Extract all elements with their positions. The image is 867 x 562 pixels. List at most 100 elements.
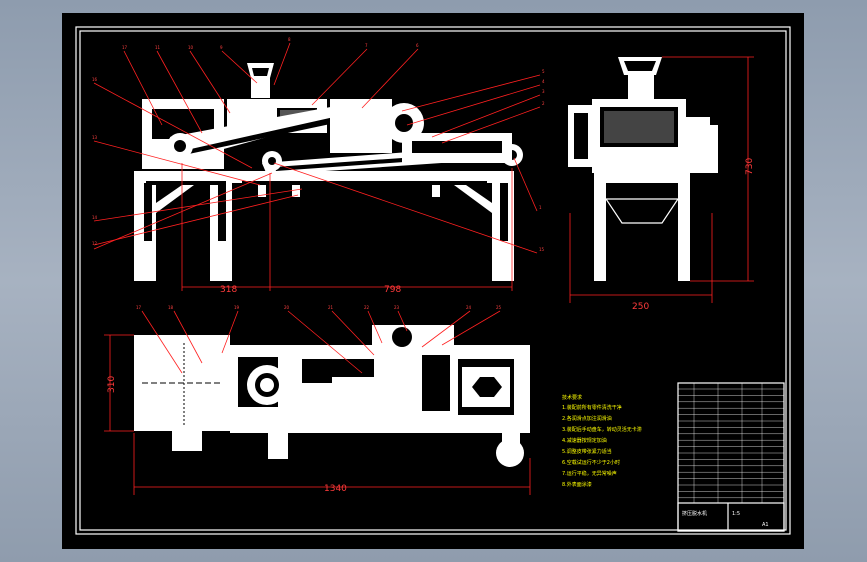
title-block: 挤压脱水机 1:5 A1 [677,382,785,532]
top-leader-23 [397,310,408,332]
top-leader-18 [173,310,203,364]
side-leg-left [594,173,606,281]
callout-front-15: 15 [539,247,545,252]
side-chute [604,198,680,224]
leg-hollow-2 [218,183,226,241]
leader-9 [221,50,258,84]
dim-top-length: 1340 [324,484,347,494]
leader-3 [431,94,541,138]
top-bearing-core [260,378,274,392]
top-leader-17 [141,310,183,374]
leader-16 [93,140,261,186]
callout-top-23: 23 [394,305,400,310]
left-pulley-hub [174,140,186,152]
callout-front-5: 5 [542,69,545,74]
top-leader-24 [421,310,471,348]
leader-11 [156,50,203,134]
top-leader-19 [221,310,239,354]
callout-front-12: 12 [92,241,98,246]
leader-10 [189,50,231,114]
leg-hollow-1 [144,183,152,241]
leader-17 [123,50,163,126]
center-sprocket-hub [268,157,276,165]
callout-top-19: 19 [234,305,240,310]
callout-front-9: 9 [220,45,223,50]
title-sheet: A1 [762,522,769,528]
callout-top-22: 22 [364,305,370,310]
dim-front-left: 318 [220,285,237,295]
beam-gap-2 [242,181,487,185]
callout-front-16: 16 [92,77,98,82]
side-gearbox-cap [686,117,710,127]
front-top-beam [134,171,514,183]
callout-front-10: 10 [188,45,194,50]
callout-front-3: 3 [542,89,545,94]
tech-note-line: 4.减速器按规定加油 [562,437,607,444]
leader-15 [93,82,253,169]
top-foot-left [172,431,202,451]
top-gear-hub [392,327,412,347]
dim-top-width: 310 [107,376,117,393]
inner-frame [79,30,787,531]
top-drive-arm [502,423,520,455]
leader-4 [406,84,541,126]
side-gearbox [686,125,718,173]
leader-2b [441,106,541,144]
gearbox [330,99,392,153]
hopper-neck [251,78,270,98]
tech-note-line: 3.装配后手动盘车，转动灵活无卡滞 [562,426,642,433]
front-view: 318 798 [93,42,541,295]
leader-6 [361,48,419,109]
callout-front-7: 7 [365,43,368,48]
leader-8 [273,42,291,86]
top-motor-shaft [472,377,502,397]
callout-front-8: 8 [288,37,291,42]
hopper-inner [252,68,269,76]
bolt-1 [258,185,266,197]
side-view: 250 730 [568,56,755,312]
tech-note-line: 1.装配前所有零件清洗干净 [562,404,622,411]
large-pulley-hub [395,114,413,132]
leader-1 [273,162,538,254]
dim-side-width: 250 [632,302,649,312]
tech-notes-heading: 技术要求 [562,394,582,401]
drawing-frame [75,26,791,535]
title-block-grid [678,383,784,503]
callout-top-17: 17 [136,305,142,310]
callout-top-20: 20 [284,305,290,310]
tech-note-line: 8.外表面涂漆 [562,481,592,488]
title-block-main [677,502,785,532]
callout-top-18: 18 [168,305,174,310]
side-hopper-inner [624,61,656,71]
callout-front-4: 4 [542,79,545,84]
top-leader-22 [367,310,383,344]
title-drawing-name: 挤压脱水机 [682,510,707,517]
top-leader-25 [441,310,501,346]
title-scale: 1:5 [732,511,740,517]
top-shaft [332,377,382,391]
callout-front-11: 11 [155,45,161,50]
leader-7 [311,48,368,106]
dim-front-right: 798 [384,285,401,295]
callout-front-13: 13 [92,135,98,140]
tech-note-line: 6.空载试运行不少于2小时 [562,459,620,466]
top-frame-gap-3 [422,355,450,411]
callout-front-14: 14 [92,215,98,220]
tech-note-line: 2.各润滑点加注润滑油 [562,415,612,422]
brace-right [454,185,492,213]
tech-note-line: 7.运行平稳，无异常噪声 [562,470,617,477]
callout-front-1: 1 [539,205,542,210]
bolt-2 [292,185,300,197]
top-view: 1340 310 [104,310,531,495]
side-hopper-neck [628,75,654,99]
leg-hollow-3 [500,183,508,241]
top-foot-mid [268,433,288,459]
discharge-gap [412,141,502,153]
dim-side-height: 730 [745,158,755,175]
brace-left [156,185,194,213]
callout-front-6: 6 [416,43,419,48]
